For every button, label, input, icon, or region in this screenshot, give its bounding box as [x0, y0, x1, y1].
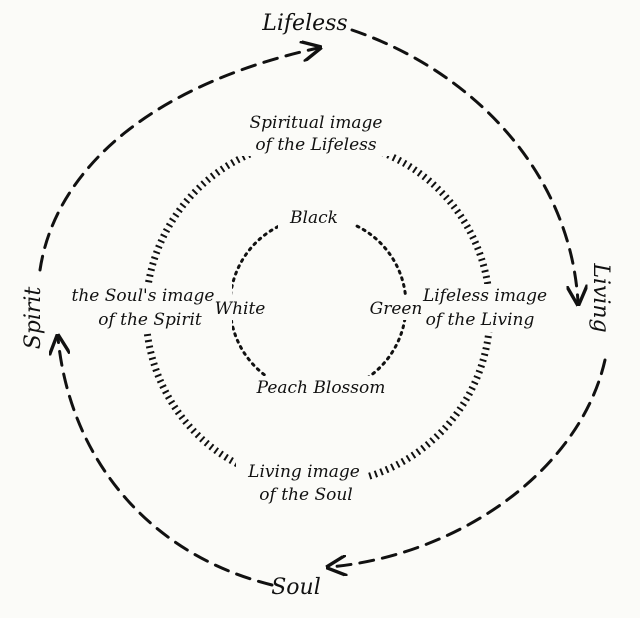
inner-label-black: Black: [289, 208, 338, 228]
label-bg-top: [240, 108, 392, 156]
middle-label-left-line1: the Soul's image: [72, 286, 215, 306]
label-bg-bottom: [236, 458, 368, 506]
label-bg-white: [212, 296, 268, 320]
middle-label-top-line2: of the Lifeless: [255, 135, 376, 155]
label-bg-black: [278, 206, 354, 230]
middle-label-bottom-line2: of the Soul: [259, 485, 352, 505]
label-bg-green: [366, 296, 426, 320]
inner-label-peach-blossom: Peach Blossom: [256, 378, 386, 398]
outer-label-soul: Soul: [271, 575, 321, 600]
arc-lifeless-to-living: [350, 28, 578, 302]
inner-label-green: Green: [370, 299, 423, 319]
arc-spirit-to-lifeless: [38, 48, 318, 272]
label-bg-peach: [256, 376, 386, 400]
middle-label-top-line1: Spiritual image: [250, 113, 383, 133]
label-bg-left: [60, 284, 232, 332]
middle-label-right-line2: of the Living: [426, 310, 535, 330]
outer-label-lifeless: Lifeless: [261, 11, 347, 36]
label-bg-right: [422, 284, 544, 332]
arc-living-to-soul: [330, 358, 607, 567]
middle-label-right-line1: Lifeless image: [422, 286, 547, 306]
middle-label-bottom-line1: Living image: [247, 462, 360, 482]
outer-label-spirit: Spirit: [21, 287, 46, 350]
inner-label-white: White: [215, 299, 266, 319]
arc-soul-to-spirit: [58, 338, 274, 587]
outer-label-living: Living: [588, 262, 613, 332]
middle-label-left-line2: of the Spirit: [98, 310, 202, 330]
